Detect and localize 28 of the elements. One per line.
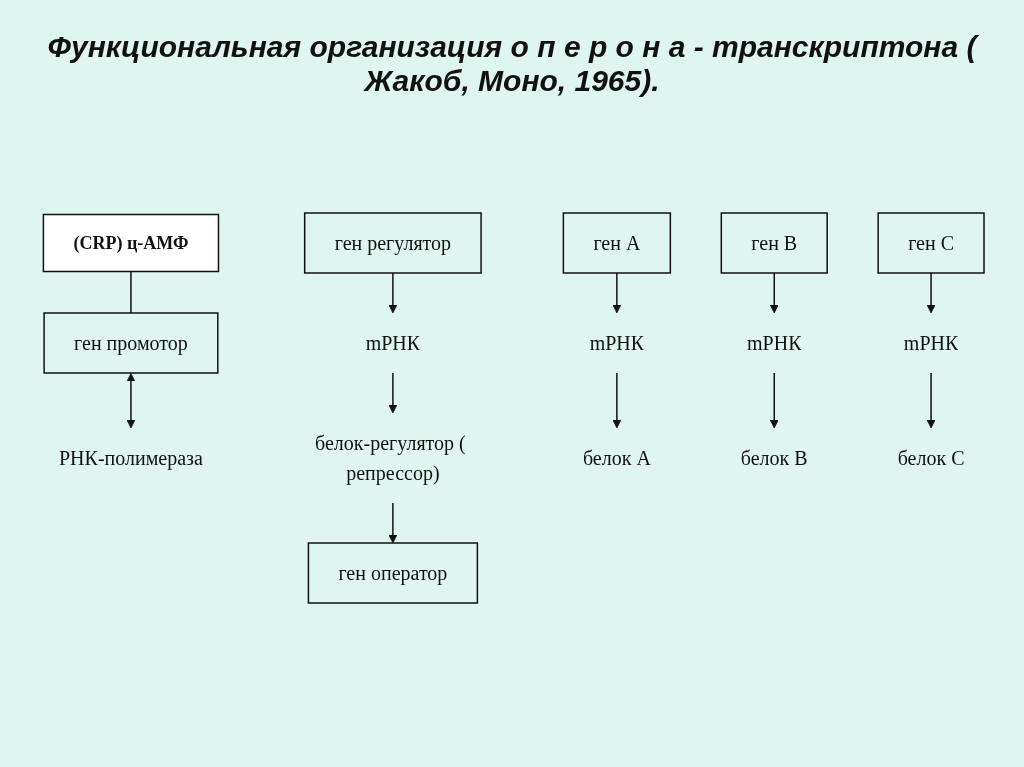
node-text: белок-регулятор ( репрессор) bbox=[315, 432, 466, 484]
node-box: ген оператор bbox=[307, 542, 479, 604]
node-box: ген С bbox=[877, 212, 985, 274]
arrow bbox=[770, 372, 779, 429]
node-box: ген А bbox=[562, 212, 672, 274]
arrow bbox=[926, 372, 936, 429]
diagram-title: Функциональная организация о п е р о н а - транскриптона ( Жакоб, Моно, 1965). bbox=[46, 30, 980, 98]
arrow bbox=[926, 272, 936, 314]
node-box: ген промотор bbox=[43, 312, 219, 374]
node-box: ген В bbox=[720, 212, 829, 274]
node-text: mРНК bbox=[747, 332, 802, 354]
arrow bbox=[388, 272, 398, 314]
node-text: mРНК bbox=[904, 332, 959, 354]
arrow bbox=[612, 272, 622, 314]
arrow bbox=[388, 372, 398, 414]
node-text: РНК-полимераза bbox=[59, 447, 204, 469]
node-text: mРНК bbox=[589, 332, 645, 354]
node-text: mРНК bbox=[365, 332, 421, 354]
node-text: белок А bbox=[583, 447, 652, 469]
arrow bbox=[770, 272, 779, 314]
node-box: ген регулятор bbox=[304, 212, 483, 274]
node-text: белок В bbox=[741, 447, 808, 469]
node-text: белок С bbox=[897, 447, 965, 469]
arrow bbox=[126, 373, 136, 429]
arrow bbox=[388, 502, 398, 544]
node-box: (CRP) ц-АМФ bbox=[42, 213, 220, 273]
connector bbox=[130, 270, 132, 314]
arrow bbox=[612, 372, 622, 429]
